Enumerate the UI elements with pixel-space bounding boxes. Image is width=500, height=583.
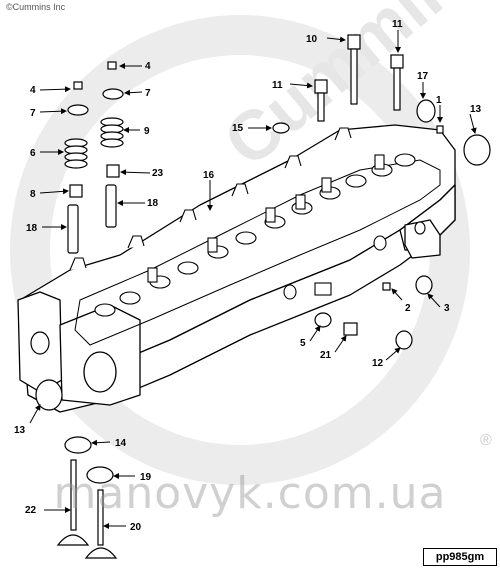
bolt-11b-head <box>314 79 328 94</box>
callout-14: 14 <box>115 438 127 449</box>
callout-16: 16 <box>203 170 215 181</box>
guide-18-right <box>105 184 117 228</box>
callout-19: 19 <box>140 472 152 483</box>
callout-21: 21 <box>320 350 332 361</box>
keeper-4-left <box>73 81 83 90</box>
callout-12: 12 <box>372 358 384 369</box>
callout-13b: 13 <box>14 425 26 436</box>
plug-13-right <box>463 134 491 166</box>
callout-23: 23 <box>152 168 164 179</box>
callout-3: 3 <box>444 303 450 314</box>
callout-20: 20 <box>130 522 142 533</box>
callout-4a: 4 <box>30 85 36 96</box>
site-watermark: manovyk.com.ua <box>53 468 447 519</box>
valve-20-head <box>84 547 118 559</box>
callout-17: 17 <box>417 71 429 82</box>
callout-1: 1 <box>436 95 442 106</box>
fitting-2 <box>382 282 391 291</box>
callout-8: 8 <box>30 189 36 200</box>
retainer-7-right <box>102 88 124 100</box>
callout-13a: 13 <box>470 104 482 115</box>
callout-10: 10 <box>306 34 318 45</box>
callout-labels: 10 11 11 17 1 13 15 16 3 2 5 21 12 4 7 9… <box>14 19 482 533</box>
callout-2: 2 <box>405 303 411 314</box>
seal-14 <box>64 436 92 454</box>
callout-5: 5 <box>300 338 306 349</box>
fitting-1 <box>436 125 444 134</box>
seal-23 <box>106 164 120 178</box>
oring-5 <box>314 312 332 328</box>
callout-6: 6 <box>30 148 36 159</box>
callout-9: 9 <box>144 126 150 137</box>
callout-11b: 11 <box>272 80 283 91</box>
callout-22: 22 <box>25 505 37 516</box>
valve-22-head <box>56 534 90 546</box>
valve-20-stem <box>97 489 104 546</box>
plug-17 <box>416 99 436 123</box>
side-ports <box>283 221 426 300</box>
plug-12 <box>395 330 413 350</box>
callout-15: 15 <box>232 123 244 134</box>
callout-18a: 18 <box>26 223 38 234</box>
gasket-outline <box>74 159 441 346</box>
end-bore <box>83 351 117 393</box>
keeper-4-right <box>107 61 117 70</box>
retainer-7-left <box>67 104 89 116</box>
loose-parts <box>35 34 491 559</box>
figure-id-label: pp985gm <box>423 548 497 566</box>
plug-13-left <box>35 379 63 411</box>
bolt-10-head <box>347 34 361 50</box>
callout-7b: 7 <box>145 88 151 99</box>
spring-6 <box>64 138 88 169</box>
valve-22-stem <box>70 459 77 531</box>
bolt-11-head <box>390 54 404 69</box>
copyright-text: ©Cummins Inc <box>6 2 66 12</box>
fitting-3 <box>415 275 433 295</box>
bolt-11-shank <box>393 67 401 111</box>
guide-18-left <box>67 204 79 254</box>
callout-11a: 11 <box>392 19 403 30</box>
fitting-21 <box>343 322 358 336</box>
seal-8 <box>69 184 83 198</box>
ring-15 <box>272 122 290 134</box>
registered-mark: ® <box>480 432 492 449</box>
side-bore <box>30 331 50 355</box>
bolt-10-shank <box>350 48 358 105</box>
bolt-11b-shank <box>317 92 325 122</box>
cylinder-head <box>17 124 456 413</box>
callout-4b: 4 <box>145 61 151 72</box>
callout-18b: 18 <box>147 198 159 209</box>
leader-lines <box>29 30 477 529</box>
rib-bumps <box>69 127 352 271</box>
injector-bosses <box>147 154 385 283</box>
callout-7a: 7 <box>30 108 36 119</box>
